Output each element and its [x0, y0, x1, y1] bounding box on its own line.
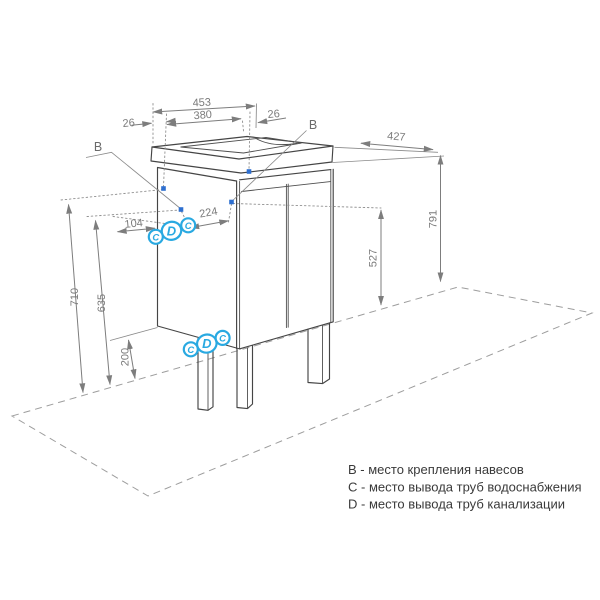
dim-224-label: 224 — [198, 206, 218, 221]
b-right-leader — [231, 130, 307, 202]
legend-line-water: C - место вывода труб водоснабжения — [348, 480, 582, 495]
drain-badge-letter: D — [167, 223, 177, 238]
sink-slab-edges — [150, 145, 334, 174]
dimension-lines — [66, 103, 444, 394]
drain-badge-letter: D — [202, 336, 212, 351]
floor-dashed-outline — [10, 286, 594, 497]
dim-line-224 — [189, 219, 230, 230]
b-right-label: B — [309, 118, 317, 132]
clearance-ref-line — [109, 327, 158, 341]
dimension-labels: 453 380 26 26 427 791 527 710 635 200 10… — [69, 96, 440, 366]
dim-26-left-label: 26 — [122, 117, 135, 130]
water-badge-letter: C — [152, 232, 159, 243]
construction-lines — [60, 103, 382, 239]
dim-791-label: 791 — [428, 210, 440, 228]
b-left-label: B — [94, 140, 102, 154]
door-divider — [285, 183, 289, 329]
leg-front-right — [307, 322, 331, 385]
mount-dot-4 — [246, 169, 252, 174]
sink-bowl-rim — [180, 137, 302, 154]
dim-line-26-left-a — [131, 121, 153, 128]
water-badge-icon — [147, 228, 164, 245]
dim-line-104 — [116, 226, 156, 234]
water-badge-letter: C — [187, 345, 194, 356]
right-ext-26 — [255, 103, 257, 129]
dim-453-label: 453 — [192, 96, 211, 109]
cabinet-top-front-edge — [239, 169, 332, 181]
pipe-badges-lower: D C C — [182, 329, 231, 358]
water-badge-letter: C — [185, 221, 192, 232]
leg-front-left — [236, 345, 254, 410]
dim-line-380 — [166, 116, 242, 127]
cabinet-bottom-front-edge — [239, 321, 334, 350]
dim-line-200 — [127, 339, 137, 380]
cabinet-drawing — [156, 166, 334, 411]
dim-line-26-right — [257, 117, 287, 125]
dim-104-label: 104 — [124, 217, 143, 231]
dim-200-label: 200 — [120, 348, 132, 366]
washbasin-drawing — [150, 135, 334, 174]
dim-427-label: 427 — [387, 130, 406, 144]
dim-635-label: 635 — [96, 294, 108, 312]
dim-527-label: 527 — [368, 249, 380, 267]
dim-710-label: 710 — [69, 288, 81, 306]
dim-line-453 — [152, 103, 256, 115]
depth-extension-upper — [334, 146, 439, 153]
dim-line-427 — [360, 141, 434, 152]
mount-dot-2 — [178, 207, 184, 212]
legend-line-mount: B - место крепления навесов — [348, 462, 524, 477]
legend: B - место крепления навесов C - место вы… — [348, 462, 582, 512]
dim-26-right-label: 26 — [267, 108, 280, 121]
water-badge-icon — [182, 341, 199, 358]
water-badge-icon — [180, 217, 197, 234]
dim-line-635 — [93, 219, 113, 386]
mount-point-callouts: B B — [85, 118, 317, 212]
dim-line-26-left-b — [165, 117, 176, 124]
mount-dot-1 — [161, 186, 166, 191]
water-badge-letter: C — [219, 333, 226, 344]
depth-extension-lower — [332, 155, 445, 163]
legend-line-drain: D - место вывода труб канализации — [348, 497, 565, 512]
pipe-badges-upper: D C C — [147, 217, 197, 245]
water-badge-icon — [214, 329, 231, 346]
dim-line-710 — [66, 203, 86, 394]
b-left-leader — [85, 151, 182, 210]
mount-dot-3 — [229, 199, 234, 205]
dim-380-label: 380 — [193, 109, 212, 122]
cabinet-left-panel — [156, 166, 241, 350]
